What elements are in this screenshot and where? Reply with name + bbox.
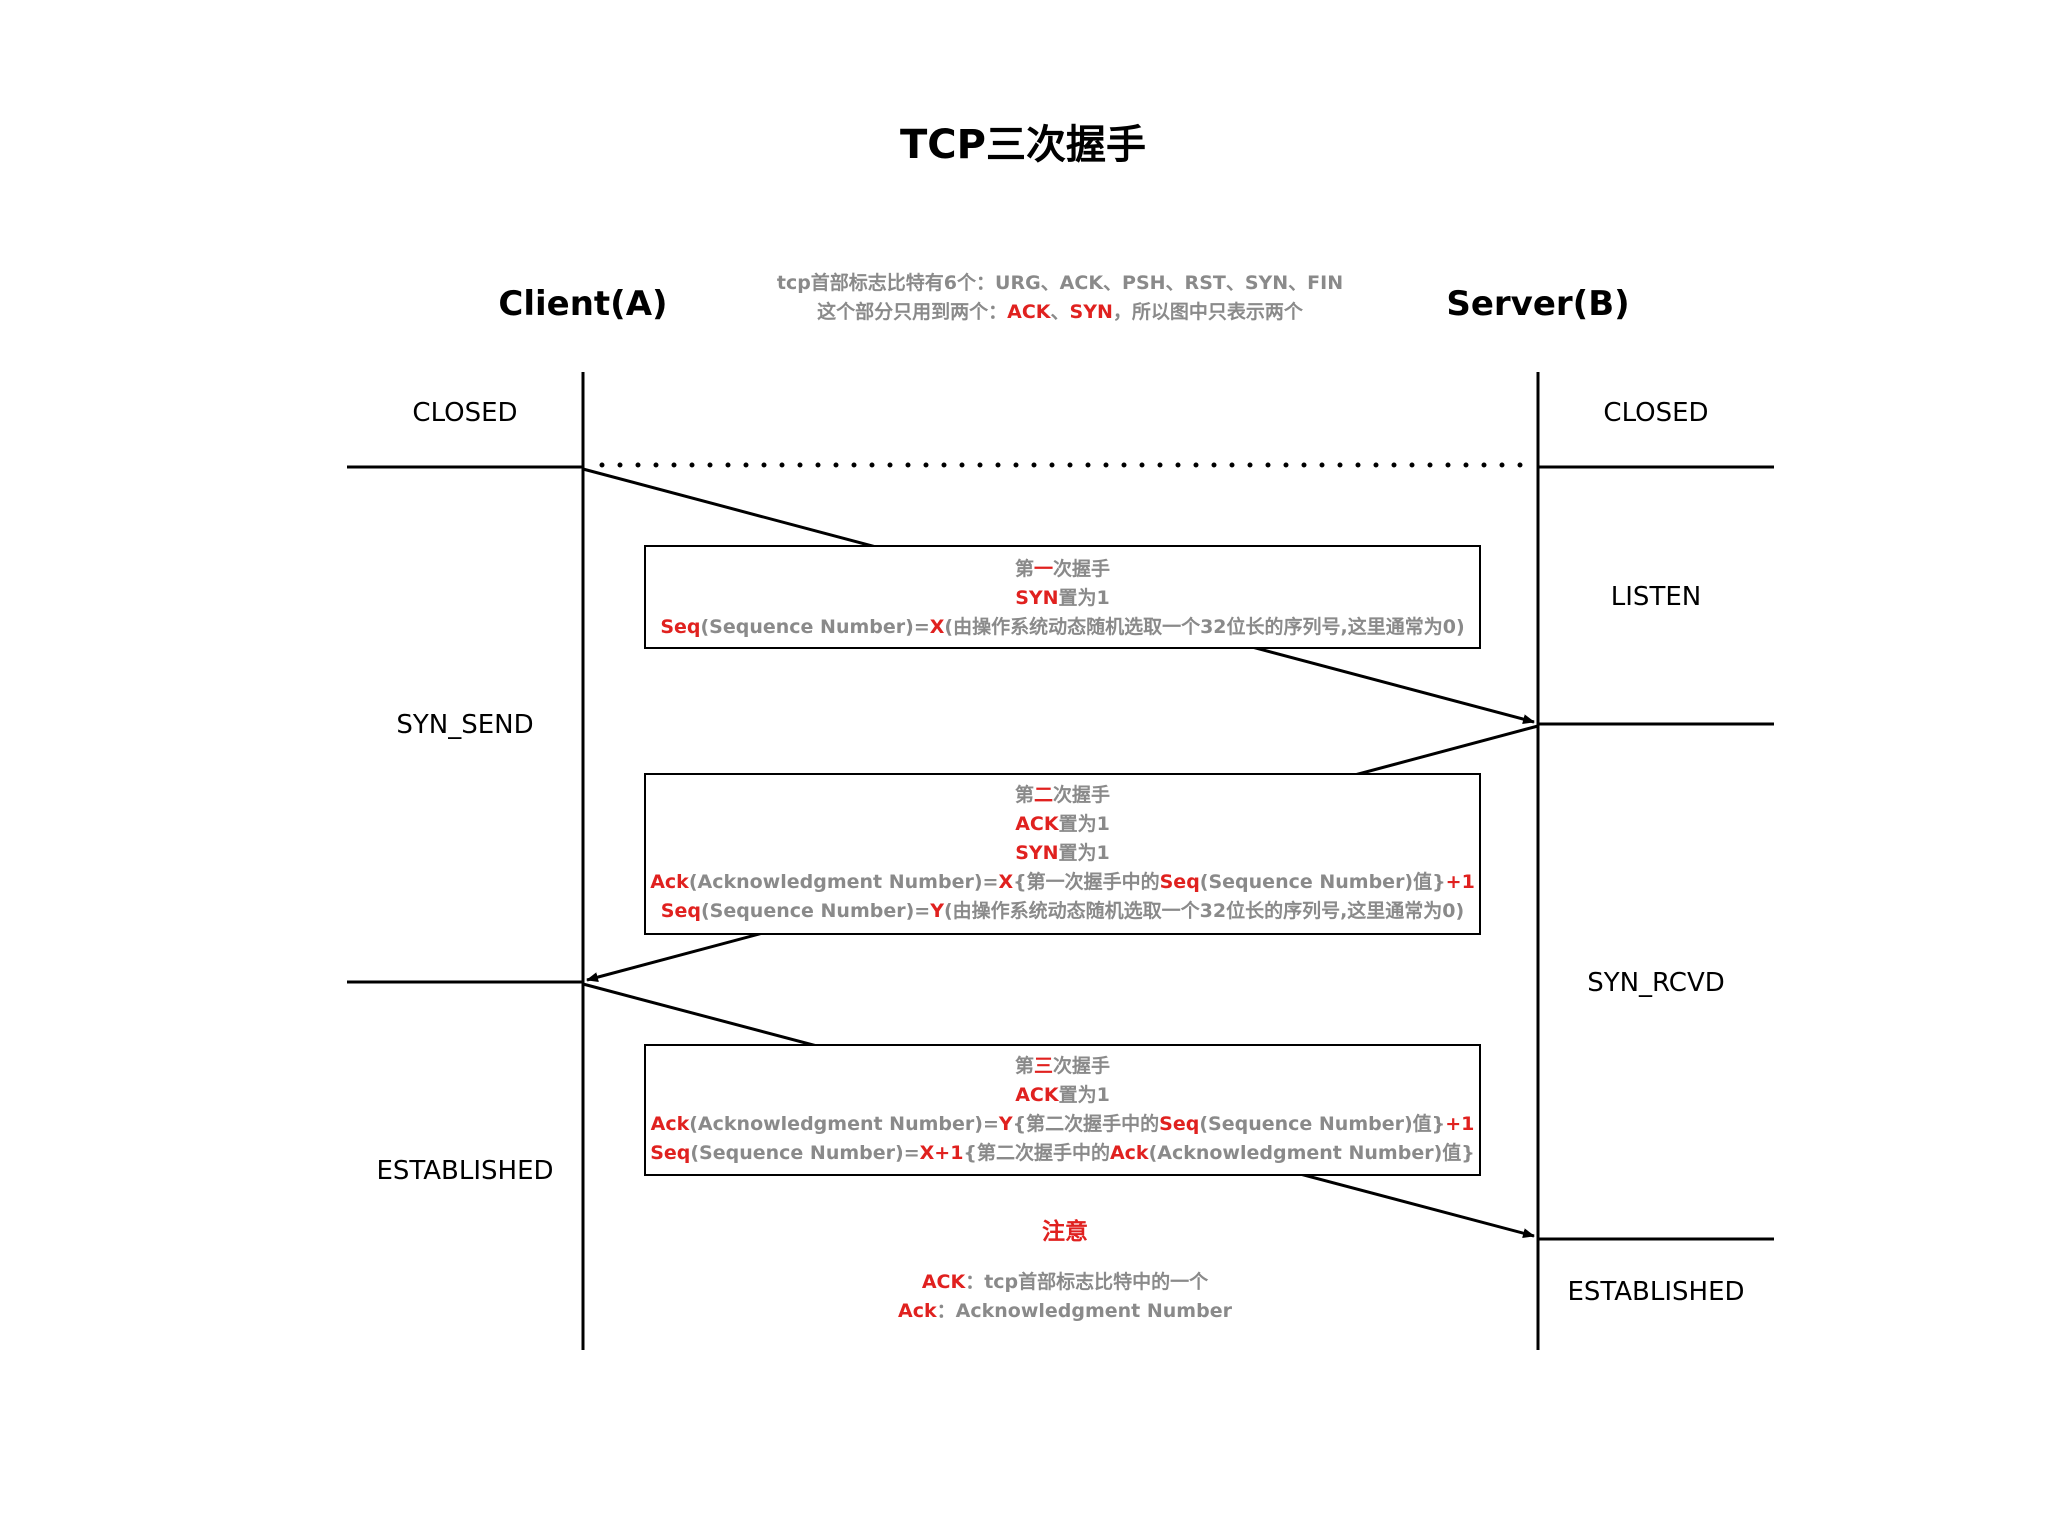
server-state-syn-rcvd: SYN_RCVD [1587, 968, 1725, 998]
handshake1-seq-line: Seq(Sequence Number)=X(由操作系统动态随机选取一个32位长… [660, 616, 1465, 638]
handshake1-title: 第一次握手 [1014, 558, 1111, 580]
handshake1-syn-line: SYN置为1 [1015, 587, 1110, 609]
flags-note-sep: 、 [1050, 301, 1070, 323]
handshake2-title: 第二次握手 [1014, 784, 1111, 806]
flags-note-syn: SYN [1069, 301, 1113, 323]
server-state-established: ESTABLISHED [1567, 1277, 1745, 1307]
handshake1-box: 第一次握手 SYN置为1 Seq(Sequence Number)=X(由操作系… [644, 545, 1481, 649]
notice-ack-number-line: Ack：Acknowledgment Number [898, 1300, 1232, 1322]
server-state-closed: CLOSED [1603, 398, 1709, 428]
client-state-syn-send: SYN_SEND [396, 710, 534, 740]
handshake2-ack-number-line: Ack(Acknowledgment Number)=X{第一次握手中的Seq(… [650, 871, 1475, 893]
flags-note-ack: ACK [1007, 301, 1051, 323]
handshake3-seq-line: Seq(Sequence Number)=X+1{第二次握手中的Ack(Ackn… [650, 1142, 1475, 1164]
flags-note-line2: 这个部分只用到两个：ACK、SYN，所以图中只表示两个 [0, 297, 2046, 327]
handshake2-syn-line: SYN置为1 [1015, 842, 1110, 864]
notice-ack-flag-line: ACK：tcp首部标志比特中的一个 [921, 1271, 1209, 1293]
client-state-established: ESTABLISHED [376, 1156, 554, 1186]
flags-note-suffix: ，所以图中只表示两个 [1112, 301, 1303, 323]
page-title: TCP三次握手 [900, 122, 1146, 168]
handshake3-ack-flag-line: ACK置为1 [1015, 1084, 1110, 1106]
handshake3-box: 第三次握手 ACK置为1 Ack(Acknowledgment Number)=… [644, 1044, 1481, 1176]
handshake3-title: 第三次握手 [1014, 1055, 1111, 1077]
server-label: Server(B) [1446, 284, 1630, 324]
handshake2-seq-line: Seq(Sequence Number)=Y(由操作系统动态随机选取一个32位长… [660, 900, 1465, 922]
handshake2-box: 第二次握手 ACK置为1 SYN置为1 Ack(Acknowledgment N… [644, 773, 1481, 935]
client-state-closed: CLOSED [412, 398, 518, 428]
handshake3-ack-number-line: Ack(Acknowledgment Number)=Y{第二次握手中的Seq(… [650, 1113, 1475, 1135]
server-state-listen: LISTEN [1610, 582, 1702, 612]
client-label: Client(A) [498, 284, 668, 324]
flags-note-prefix: 这个部分只用到两个： [817, 301, 1008, 323]
handshake2-ack-flag-line: ACK置为1 [1015, 813, 1110, 835]
flags-note-line1: tcp首部标志比特有6个：URG、ACK、PSH、RST、SYN、FIN [0, 268, 2046, 298]
flags-note-text: tcp首部标志比特有6个：URG、ACK、PSH、RST、SYN、FIN [776, 272, 1344, 294]
notice-title: 注意 [1042, 1219, 1088, 1245]
